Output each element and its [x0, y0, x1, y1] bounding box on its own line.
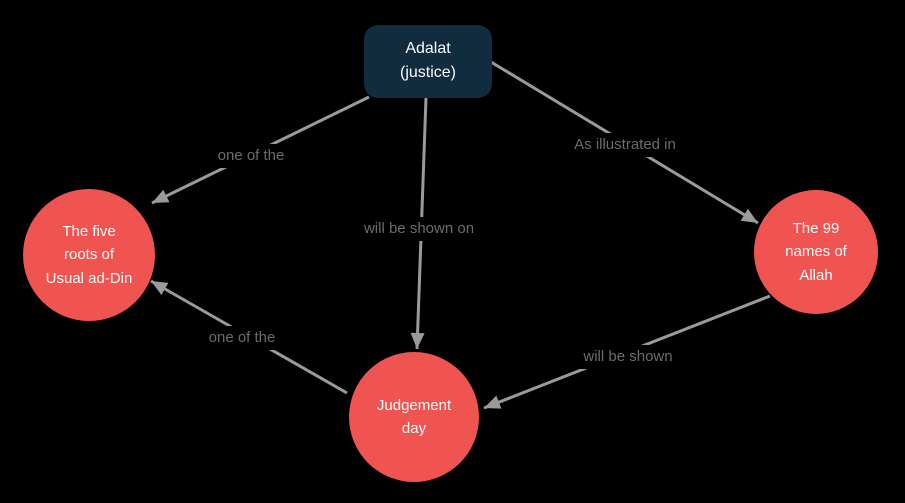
edge-label-judgement-to-five-roots: one of the: [201, 326, 283, 350]
node-five-roots-shape[interactable]: [23, 189, 155, 321]
edge-label-root-to-names: As illustrated in: [567, 133, 683, 157]
edge-label-root-to-judgement: will be shown on: [356, 217, 482, 241]
node-root-shape[interactable]: [364, 25, 492, 98]
edge-label-names-to-judgement: will be shown: [576, 345, 680, 369]
edge-label-root-to-five-roots: one of the: [210, 144, 292, 168]
node-names-of-allah-shape[interactable]: [754, 190, 878, 314]
node-judgement-day-shape[interactable]: [349, 352, 479, 482]
